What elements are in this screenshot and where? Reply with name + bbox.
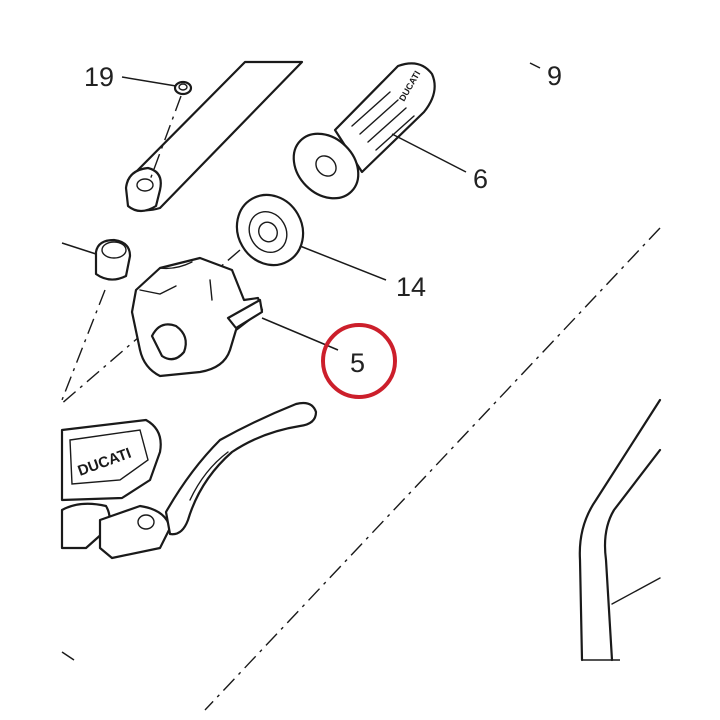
leader-14 <box>299 245 387 281</box>
handlebar-part <box>124 60 304 213</box>
leader-9 <box>529 62 541 69</box>
brake-lever-assembly: DUCATI <box>60 401 318 560</box>
callout-14: 14 <box>396 272 426 302</box>
ring-part <box>235 193 305 267</box>
switch-housing-part <box>130 256 264 378</box>
highlight-circle <box>321 323 397 399</box>
callout-6: 6 <box>473 164 488 194</box>
assembly-axis-main <box>204 227 661 711</box>
fairing-edge <box>578 398 662 662</box>
grip-part: DUCATI <box>292 62 436 200</box>
screw-part <box>149 80 193 181</box>
leader-19 <box>121 76 177 87</box>
spacer-bushing-part <box>61 238 132 281</box>
callout-19: 19 <box>84 62 114 92</box>
callout-9: 9 <box>547 61 562 91</box>
bottom-left-mark <box>61 651 75 661</box>
callout-5: 5 <box>350 348 365 378</box>
assembly-axis-lever <box>61 289 106 401</box>
leader-6 <box>391 133 467 173</box>
